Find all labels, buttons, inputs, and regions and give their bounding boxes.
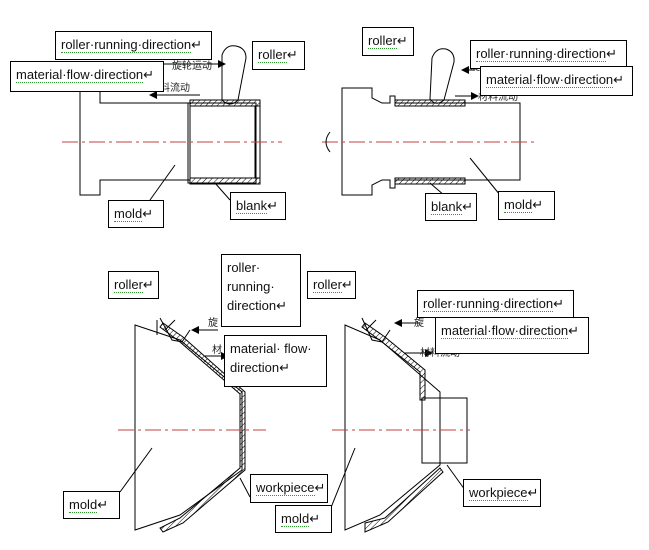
label-blank-1: blank↵: [230, 192, 286, 220]
panel-bottom-right: [329, 317, 470, 533]
cn-rotate-3: 旋: [208, 316, 218, 329]
label-blank-2: blank↵: [425, 193, 477, 221]
label-roller-running-direction-3: roller·running·direction↵: [221, 254, 301, 327]
mold-outline-2: [341, 87, 521, 196]
roller-shape-2: [429, 48, 455, 104]
label-roller-3: roller↵: [108, 271, 159, 299]
blank-hatch-bottom: [189, 177, 261, 185]
label-roller-4: roller↵: [307, 271, 356, 299]
label-material-flow-direction-3: material· flow·direction↵: [224, 335, 327, 387]
workpiece-hatch-2: [361, 322, 426, 401]
panel-bottom-left: [118, 317, 266, 533]
cn-flow-3: 材: [212, 343, 222, 356]
label-workpiece-3: workpiece↵: [250, 474, 328, 503]
label-mold-2: mold↵: [498, 191, 555, 220]
label-roller-running-direction-1: roller·running·direction↵: [55, 31, 212, 60]
label-material-flow-direction-2: material·flow·direction↵: [480, 66, 633, 96]
label-roller-running-direction-2: roller·running·direction↵: [470, 40, 627, 69]
cn-rotate-4: 旋: [414, 316, 424, 329]
blank-hatch-bottom-2: [394, 177, 466, 185]
label-roller-2: roller↵: [362, 27, 414, 56]
label-material-flow-direction-4: material·flow·direction↵: [435, 317, 589, 354]
label-roller-running-direction-4: roller·running·direction↵: [417, 290, 574, 318]
label-mold-3: mold↵: [63, 491, 120, 519]
label-mold-4: mold↵: [275, 505, 332, 533]
blank-tube: [187, 102, 257, 184]
cn-rotate-1: 旋轮运动: [172, 59, 212, 72]
roller-shape-4: [361, 317, 391, 343]
label-material-flow-direction-1: material·flow·direction↵: [10, 61, 164, 92]
label-roller-1: roller↵: [252, 41, 305, 70]
label-workpiece-4: workpiece↵: [463, 479, 541, 507]
blank-hatch-top-2: [394, 99, 466, 107]
label-mold-1: mold↵: [108, 200, 164, 228]
roller-shape-3: [159, 317, 191, 343]
roller-shape: [221, 45, 247, 105]
